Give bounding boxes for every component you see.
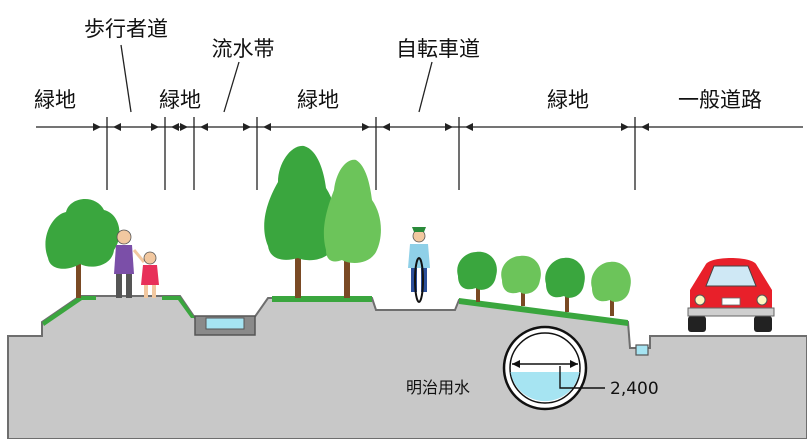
cyclist: [408, 227, 430, 303]
arrow: [570, 360, 578, 368]
tree-left: [45, 198, 120, 298]
arrow: [465, 123, 473, 131]
tree-small-4: [591, 261, 631, 316]
water-channel: [194, 315, 256, 336]
label-pedestrian-path: 歩行者道: [84, 17, 168, 41]
grass-strip: [42, 296, 96, 326]
tree-small-3: [545, 257, 585, 312]
arrow: [113, 123, 121, 131]
arrow: [263, 123, 271, 131]
label-water-channel: 流水帯: [212, 37, 275, 61]
label-green-space-2: 緑地: [159, 88, 201, 112]
arrow: [180, 123, 188, 131]
grass-strip: [459, 298, 628, 326]
arrow: [93, 123, 101, 131]
tree-tall-dark: [264, 145, 338, 298]
pedestrian-adult: [114, 229, 146, 298]
pedestrian-child: [141, 251, 159, 298]
arrow: [171, 123, 179, 131]
label-general-road: 一般道路: [678, 88, 762, 112]
leader-line: [418, 61, 433, 113]
label-green-space-3: 緑地: [297, 88, 339, 112]
arrow: [200, 123, 208, 131]
label-meiji-canal: 明治用水: [406, 378, 470, 397]
arrow: [512, 360, 520, 368]
label-pipe-size: 2,400: [610, 379, 659, 399]
arrow: [382, 123, 390, 131]
pipe-water: [510, 372, 580, 402]
tree-small-2: [501, 255, 541, 306]
pipe-size-leader: [559, 366, 605, 389]
arrow: [445, 123, 453, 131]
tree-tall-light: [323, 159, 381, 298]
grass-strip: [272, 296, 372, 302]
arrow: [151, 123, 159, 131]
tree-small-1: [457, 251, 497, 302]
arrow: [243, 123, 251, 131]
dimension-lines: [36, 44, 803, 190]
leader-line: [120, 44, 132, 113]
label-green-space-4: 緑地: [547, 88, 589, 112]
arrow: [641, 123, 649, 131]
dimension-arrows: [93, 123, 649, 131]
arrow: [362, 123, 370, 131]
ground-section: [7, 295, 807, 439]
leader-line: [223, 61, 240, 113]
grass-strip: [162, 296, 195, 318]
roadside-gutter: [635, 344, 649, 356]
label-green-space-1: 緑地: [34, 88, 76, 112]
arrow: [621, 123, 629, 131]
meiji-canal-pipe: [502, 325, 605, 411]
label-bicycle-path: 自転車道: [396, 37, 480, 61]
car: [687, 258, 775, 332]
